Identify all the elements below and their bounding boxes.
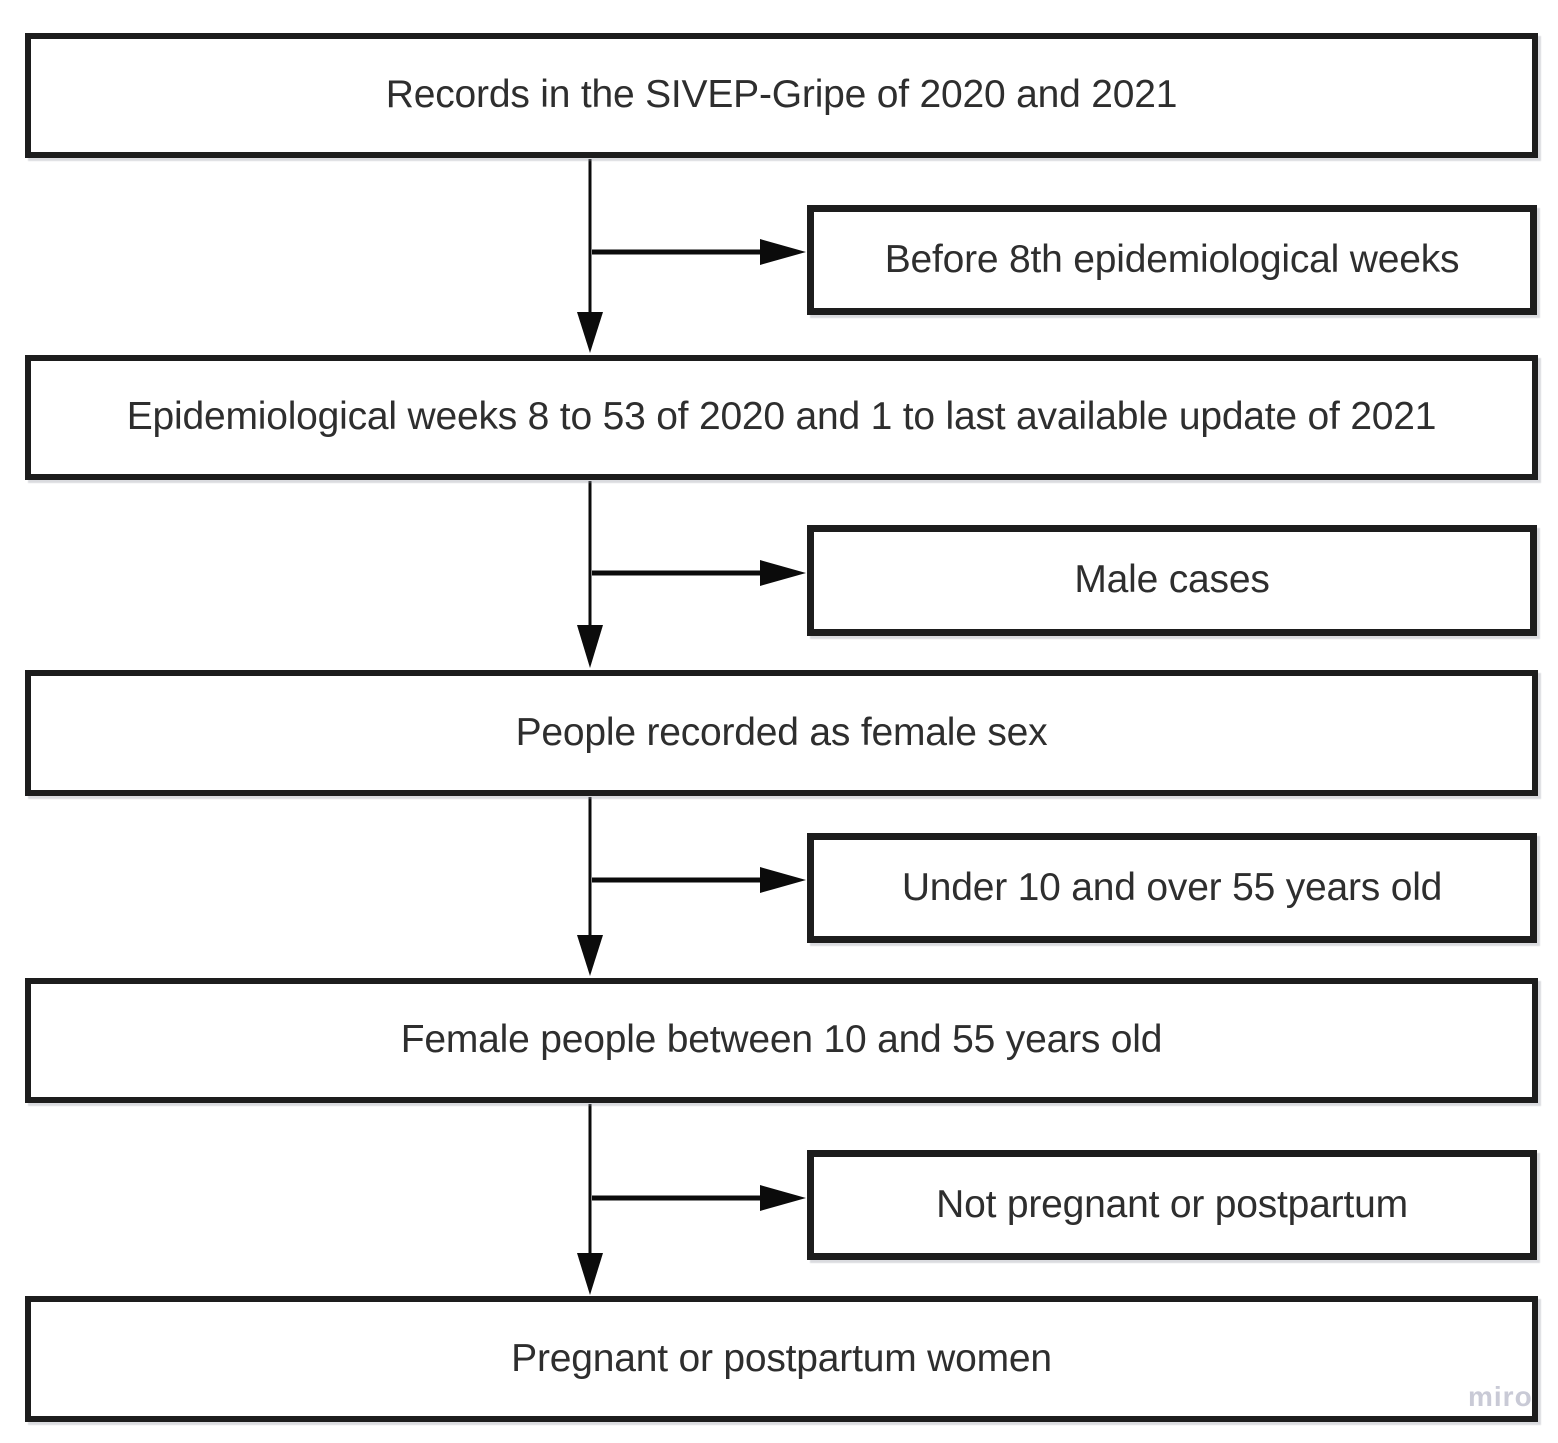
arrow-down-1 xyxy=(577,159,603,353)
main-box-epi-weeks-label: Epidemiological weeks 8 to 53 of 2020 an… xyxy=(126,395,1437,439)
main-box-female-sex: People recorded as female sex xyxy=(25,670,1538,796)
exclusion-box-male-cases-label: Male cases xyxy=(1074,558,1270,602)
main-box-pregnant-postpartum: Pregnant or postpartum women xyxy=(25,1296,1538,1422)
arrowhead-down-3 xyxy=(577,935,603,976)
exclusion-box-age-range: Under 10 and over 55 years old xyxy=(807,833,1537,943)
arrowhead-branch-4 xyxy=(760,1185,806,1211)
arrow-down-3 xyxy=(577,797,603,976)
arrowhead-down-1 xyxy=(577,312,603,353)
exclusion-box-not-pregnant-label: Not pregnant or postpartum xyxy=(936,1182,1408,1226)
arrowhead-branch-2 xyxy=(760,560,806,586)
main-box-pregnant-postpartum-label: Pregnant or postpartum women xyxy=(511,1336,1052,1380)
arrow-branch-1 xyxy=(592,239,806,265)
main-box-female-age-label: Female people between 10 and 55 years ol… xyxy=(400,1018,1163,1062)
exclusion-box-not-pregnant: Not pregnant or postpartum xyxy=(807,1150,1537,1260)
arrow-down-4 xyxy=(577,1104,603,1295)
arrow-branch-3 xyxy=(592,867,806,893)
arrowhead-branch-3 xyxy=(760,867,806,893)
main-box-records-label: Records in the SIVEP-Gripe of 2020 and 2… xyxy=(385,73,1178,117)
main-box-epi-weeks: Epidemiological weeks 8 to 53 of 2020 an… xyxy=(25,355,1538,480)
arrowhead-down-4 xyxy=(577,1253,603,1295)
miro-watermark-link[interactable]: miro xyxy=(1468,1381,1533,1412)
arrow-down-2 xyxy=(577,481,603,668)
arrowhead-down-2 xyxy=(577,625,603,668)
exclusion-box-before-week8: Before 8th epidemiological weeks xyxy=(807,205,1537,315)
exclusion-box-age-range-label: Under 10 and over 55 years old xyxy=(901,865,1443,909)
main-box-records: Records in the SIVEP-Gripe of 2020 and 2… xyxy=(25,33,1538,158)
exclusion-box-male-cases: Male cases xyxy=(807,525,1537,636)
exclusion-box-before-week8-label: Before 8th epidemiological weeks xyxy=(884,237,1460,281)
arrowhead-branch-1 xyxy=(760,239,806,265)
arrow-branch-4 xyxy=(592,1185,806,1211)
arrow-branch-2 xyxy=(592,560,806,586)
main-box-female-age: Female people between 10 and 55 years ol… xyxy=(25,978,1538,1103)
main-box-female-sex-label: People recorded as female sex xyxy=(515,710,1048,754)
